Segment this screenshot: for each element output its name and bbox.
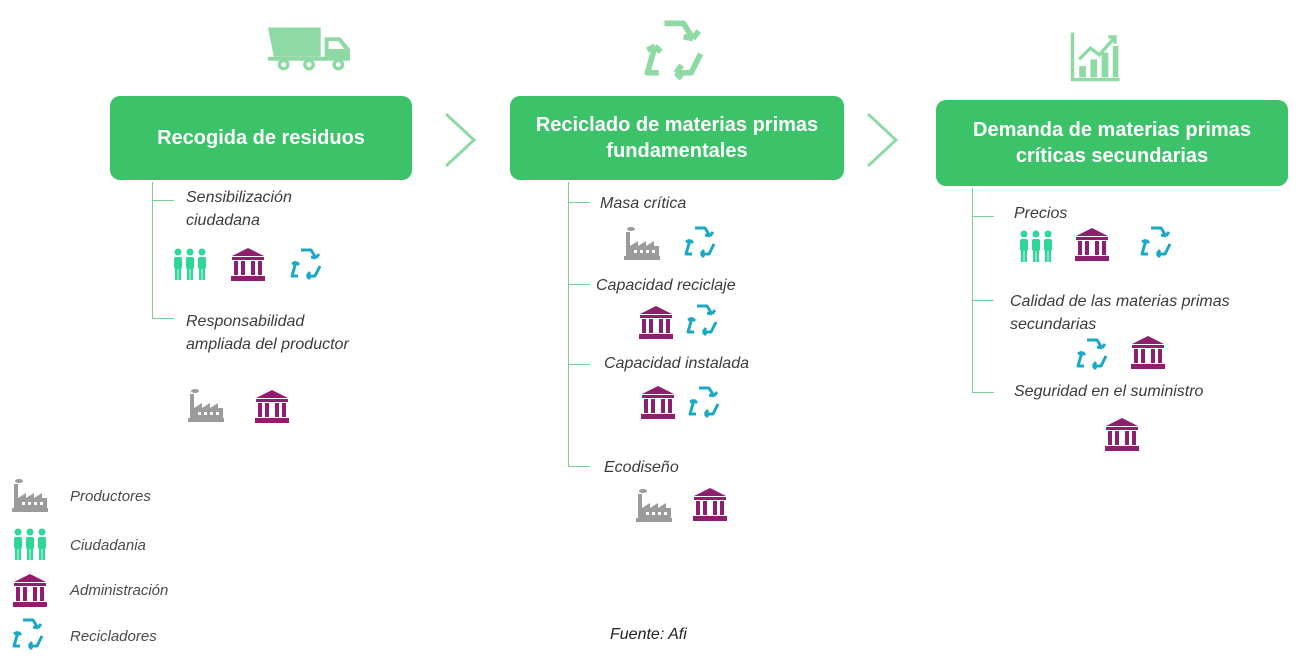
bar-chart-icon (1068, 28, 1124, 84)
factory-icon (186, 386, 226, 426)
item-label: Precios (1014, 205, 1068, 222)
connector-line (972, 300, 994, 301)
factory-icon (634, 486, 674, 526)
recycle-icon (684, 382, 724, 422)
recycle-icon (1072, 334, 1112, 374)
chevron-right-icon (862, 110, 902, 170)
connector-line (972, 188, 973, 392)
legend-label: Ciudadania (70, 537, 146, 554)
item-label: Sensibilización ciudadana (186, 189, 292, 229)
bank-icon (690, 484, 730, 524)
item-label: Ecodiseño (604, 459, 679, 476)
recycle-icon (680, 222, 720, 262)
connector-line (568, 364, 590, 365)
people-icon (170, 244, 210, 284)
connector-line (972, 216, 994, 217)
item-label: Seguridad en el suministro (1014, 383, 1204, 400)
connector-line (568, 202, 590, 203)
connector-line (568, 182, 569, 466)
legend-label: Recicladores (70, 628, 157, 645)
column-1-title: Recogida de residuos (110, 96, 412, 180)
recycle-icon (286, 244, 326, 284)
bank-icon (228, 244, 268, 284)
connector-line (152, 200, 174, 201)
legend-label: Productores (70, 488, 151, 505)
column-3-title: Demanda de materias primas críticas secu… (936, 100, 1288, 186)
connector-line (972, 392, 994, 393)
source-note: Fuente: Afi (610, 626, 687, 643)
bank-icon (1102, 414, 1142, 454)
bank-icon (1072, 224, 1112, 264)
connector-line (152, 318, 174, 319)
item-label: Capacidad instalada (604, 355, 749, 372)
recycle-icon (636, 12, 712, 88)
factory-icon (10, 476, 50, 516)
truck-icon (266, 22, 354, 74)
recycle-icon (682, 300, 722, 340)
item-label: Masa crítica (600, 195, 687, 212)
chevron-right-icon (440, 110, 480, 170)
bank-icon (252, 386, 292, 426)
legend-label: Administración (70, 582, 169, 599)
bank-icon (10, 570, 50, 610)
connector-line (568, 466, 590, 467)
people-icon (1016, 226, 1056, 266)
bank-icon (638, 382, 678, 422)
connector-line (152, 182, 153, 318)
bank-icon (636, 302, 676, 342)
item-label: Calidad de las materias primas secundari… (1010, 293, 1230, 333)
recycle-icon (8, 614, 48, 654)
connector-line (568, 284, 590, 285)
item-label: Capacidad reciclaje (596, 277, 736, 294)
people-icon (10, 524, 50, 564)
factory-icon (622, 224, 662, 264)
recycle-icon (1136, 222, 1176, 262)
column-2-title: Reciclado de materias primas fundamental… (510, 96, 844, 180)
bank-icon (1128, 332, 1168, 372)
item-label: Responsabilidad ampliada del productor (186, 313, 349, 353)
